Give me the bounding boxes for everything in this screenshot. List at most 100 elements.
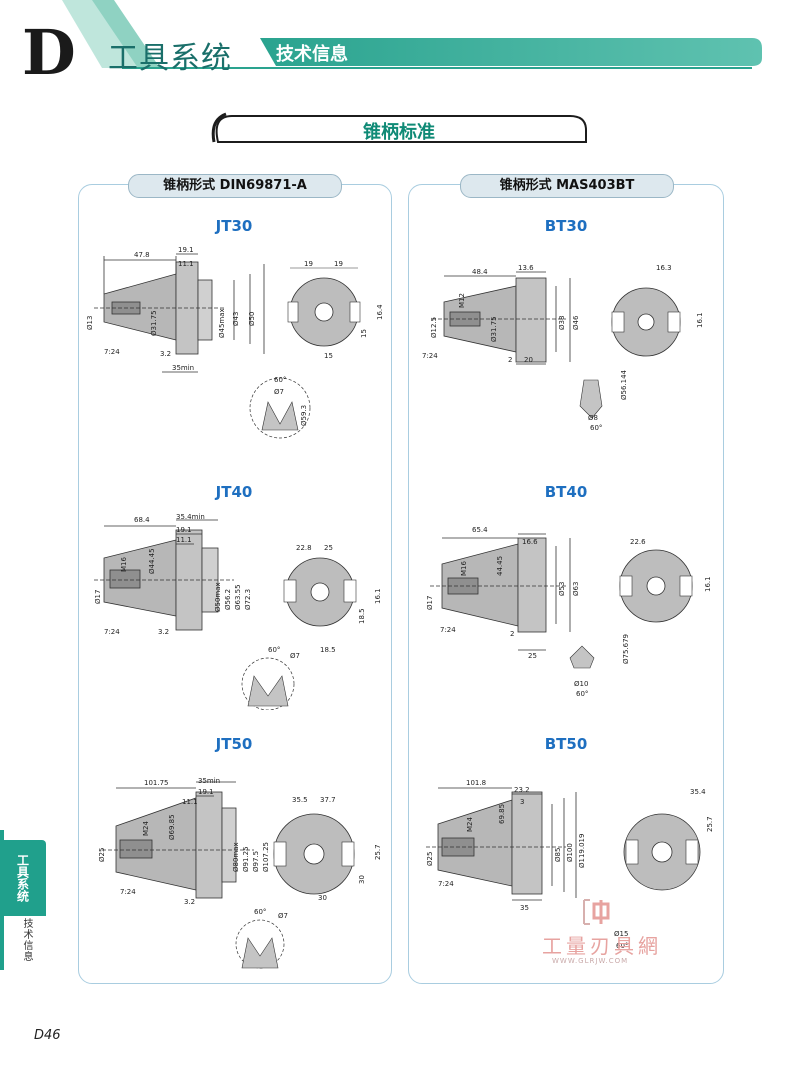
svg-text:Ø100: Ø100: [566, 843, 574, 862]
svg-text:Ø50max: Ø50max: [214, 582, 222, 612]
svg-text:Ø7: Ø7: [274, 388, 284, 396]
svg-text:Ø97.5: Ø97.5: [252, 851, 260, 872]
svg-text:11.1: 11.1: [176, 536, 192, 544]
svg-text:M24: M24: [466, 817, 474, 832]
svg-text:30: 30: [358, 875, 366, 884]
svg-text:18.5: 18.5: [320, 646, 336, 654]
model-title-bt40: BT40: [544, 483, 588, 501]
svg-text:Ø63: Ø63: [572, 582, 580, 596]
svg-text:7:24: 7:24: [440, 626, 456, 634]
svg-text:15: 15: [360, 329, 368, 338]
svg-text:Ø56.144: Ø56.144: [620, 369, 628, 400]
svg-text:Ø31.75: Ø31.75: [150, 310, 158, 336]
watermark-logo-icon: [580, 898, 620, 926]
svg-text:3.2: 3.2: [160, 350, 171, 358]
svg-text:101.8: 101.8: [466, 779, 486, 787]
svg-text:25.7: 25.7: [374, 844, 382, 860]
svg-text:60°: 60°: [268, 646, 280, 654]
svg-text:2: 2: [508, 356, 512, 364]
svg-text:11.1: 11.1: [178, 260, 194, 268]
svg-text:Ø119.019: Ø119.019: [578, 834, 586, 868]
model-title-bt50: BT50: [544, 735, 588, 753]
svg-text:60°: 60°: [616, 942, 628, 950]
drawing-jt40: 68.4 35.4min 19.1 11.1 M16 Ø17 Ø44.45 Ø5…: [84, 510, 384, 711]
svg-text:68.4: 68.4: [134, 516, 150, 524]
svg-text:Ø75.679: Ø75.679: [622, 634, 630, 664]
svg-text:Ø45max: Ø45max: [218, 308, 226, 338]
side-tab[interactable]: 工具系统: [0, 840, 46, 916]
svg-text:Ø44.45: Ø44.45: [148, 548, 156, 574]
svg-text:Ø50: Ø50: [248, 312, 256, 326]
drawing-bt40: 65.4 16.6 M16 Ø17 44.45 Ø53 Ø63 7:24 2 2…: [416, 520, 716, 700]
svg-text:13.6: 13.6: [518, 264, 534, 272]
svg-text:16.3: 16.3: [656, 264, 672, 272]
svg-text:19.1: 19.1: [178, 246, 194, 254]
svg-text:60°: 60°: [590, 424, 602, 432]
svg-text:16.1: 16.1: [696, 312, 704, 328]
svg-text:Ø17: Ø17: [94, 590, 102, 604]
svg-text:Ø15: Ø15: [614, 930, 628, 938]
svg-text:7:24: 7:24: [120, 888, 136, 896]
svg-text:16.4: 16.4: [376, 304, 384, 320]
svg-text:19: 19: [334, 260, 343, 268]
svg-text:Ø91.25: Ø91.25: [242, 846, 250, 872]
svg-text:20: 20: [524, 356, 533, 364]
svg-text:65.4: 65.4: [472, 526, 488, 534]
svg-text:Ø43: Ø43: [232, 312, 240, 326]
svg-text:18.5: 18.5: [358, 608, 366, 624]
svg-text:Ø17: Ø17: [426, 596, 434, 610]
svg-text:3.2: 3.2: [184, 898, 195, 906]
svg-text:19.1: 19.1: [176, 526, 192, 534]
panel-label-mas: 锥柄形式 MAS403BT: [460, 174, 674, 198]
svg-text:11.1: 11.1: [182, 798, 198, 806]
svg-text:16.1: 16.1: [704, 576, 712, 592]
svg-text:Ø8: Ø8: [588, 414, 598, 422]
svg-text:25: 25: [528, 652, 537, 660]
drawing-jt30: 47.8 19.1 11.1 Ø13 Ø31.75 Ø45max Ø43 Ø50…: [84, 244, 384, 440]
svg-text:3: 3: [520, 798, 524, 806]
header-subtitle: 技术信息: [276, 44, 348, 65]
svg-text:69.85: 69.85: [498, 804, 506, 824]
header-band: [62, 0, 762, 86]
svg-text:7:24: 7:24: [438, 880, 454, 888]
svg-text:Ø12.5: Ø12.5: [430, 317, 438, 338]
svg-text:16.6: 16.6: [522, 538, 538, 546]
side-tab-sub: 技术信息: [21, 918, 32, 962]
svg-text:35min: 35min: [198, 777, 220, 785]
svg-text:19.1: 19.1: [198, 788, 214, 796]
svg-text:30: 30: [318, 894, 327, 902]
svg-text:101.75: 101.75: [144, 779, 169, 787]
svg-text:Ø107.25: Ø107.25: [262, 842, 270, 872]
svg-text:M12: M12: [458, 293, 466, 308]
svg-text:Ø10: Ø10: [574, 680, 588, 688]
svg-text:Ø38: Ø38: [558, 316, 566, 330]
svg-text:35.5: 35.5: [292, 796, 308, 804]
svg-text:35.4min: 35.4min: [176, 513, 205, 521]
model-title-bt30: BT30: [544, 217, 588, 235]
svg-text:48.4: 48.4: [472, 268, 488, 276]
svg-text:15: 15: [324, 352, 333, 360]
panel-label-din: 锥柄形式 DIN69871-A: [128, 174, 342, 198]
section-banner: [208, 112, 590, 146]
svg-text:35: 35: [520, 904, 529, 912]
svg-text:Ø53: Ø53: [558, 582, 566, 596]
svg-text:22.6: 22.6: [630, 538, 646, 546]
svg-text:19: 19: [304, 260, 313, 268]
svg-text:Ø7: Ø7: [278, 912, 288, 920]
drawing-jt50: 101.75 35min 19.1 11.1 M24 Ø25 Ø69.85 Ø8…: [84, 772, 384, 972]
svg-text:44.45: 44.45: [496, 556, 504, 576]
header-letter: D: [22, 16, 76, 89]
section-title: 锥柄标准: [363, 122, 435, 143]
svg-text:3.2: 3.2: [158, 628, 169, 636]
svg-text:Ø7: Ø7: [290, 652, 300, 660]
svg-text:25: 25: [324, 544, 333, 552]
svg-text:Ø25: Ø25: [426, 852, 434, 866]
svg-text:60°: 60°: [254, 908, 266, 916]
svg-text:7:24: 7:24: [104, 628, 120, 636]
svg-text:60°: 60°: [576, 690, 588, 698]
svg-text:25.7: 25.7: [706, 816, 714, 832]
svg-text:M24: M24: [142, 821, 150, 836]
drawing-bt50: 101.8 23.2 3 M24 Ø25 69.85 Ø85 Ø100 Ø119…: [416, 774, 716, 970]
svg-text:Ø85: Ø85: [554, 848, 562, 862]
watermark-text: 工量刃具網: [542, 934, 662, 958]
